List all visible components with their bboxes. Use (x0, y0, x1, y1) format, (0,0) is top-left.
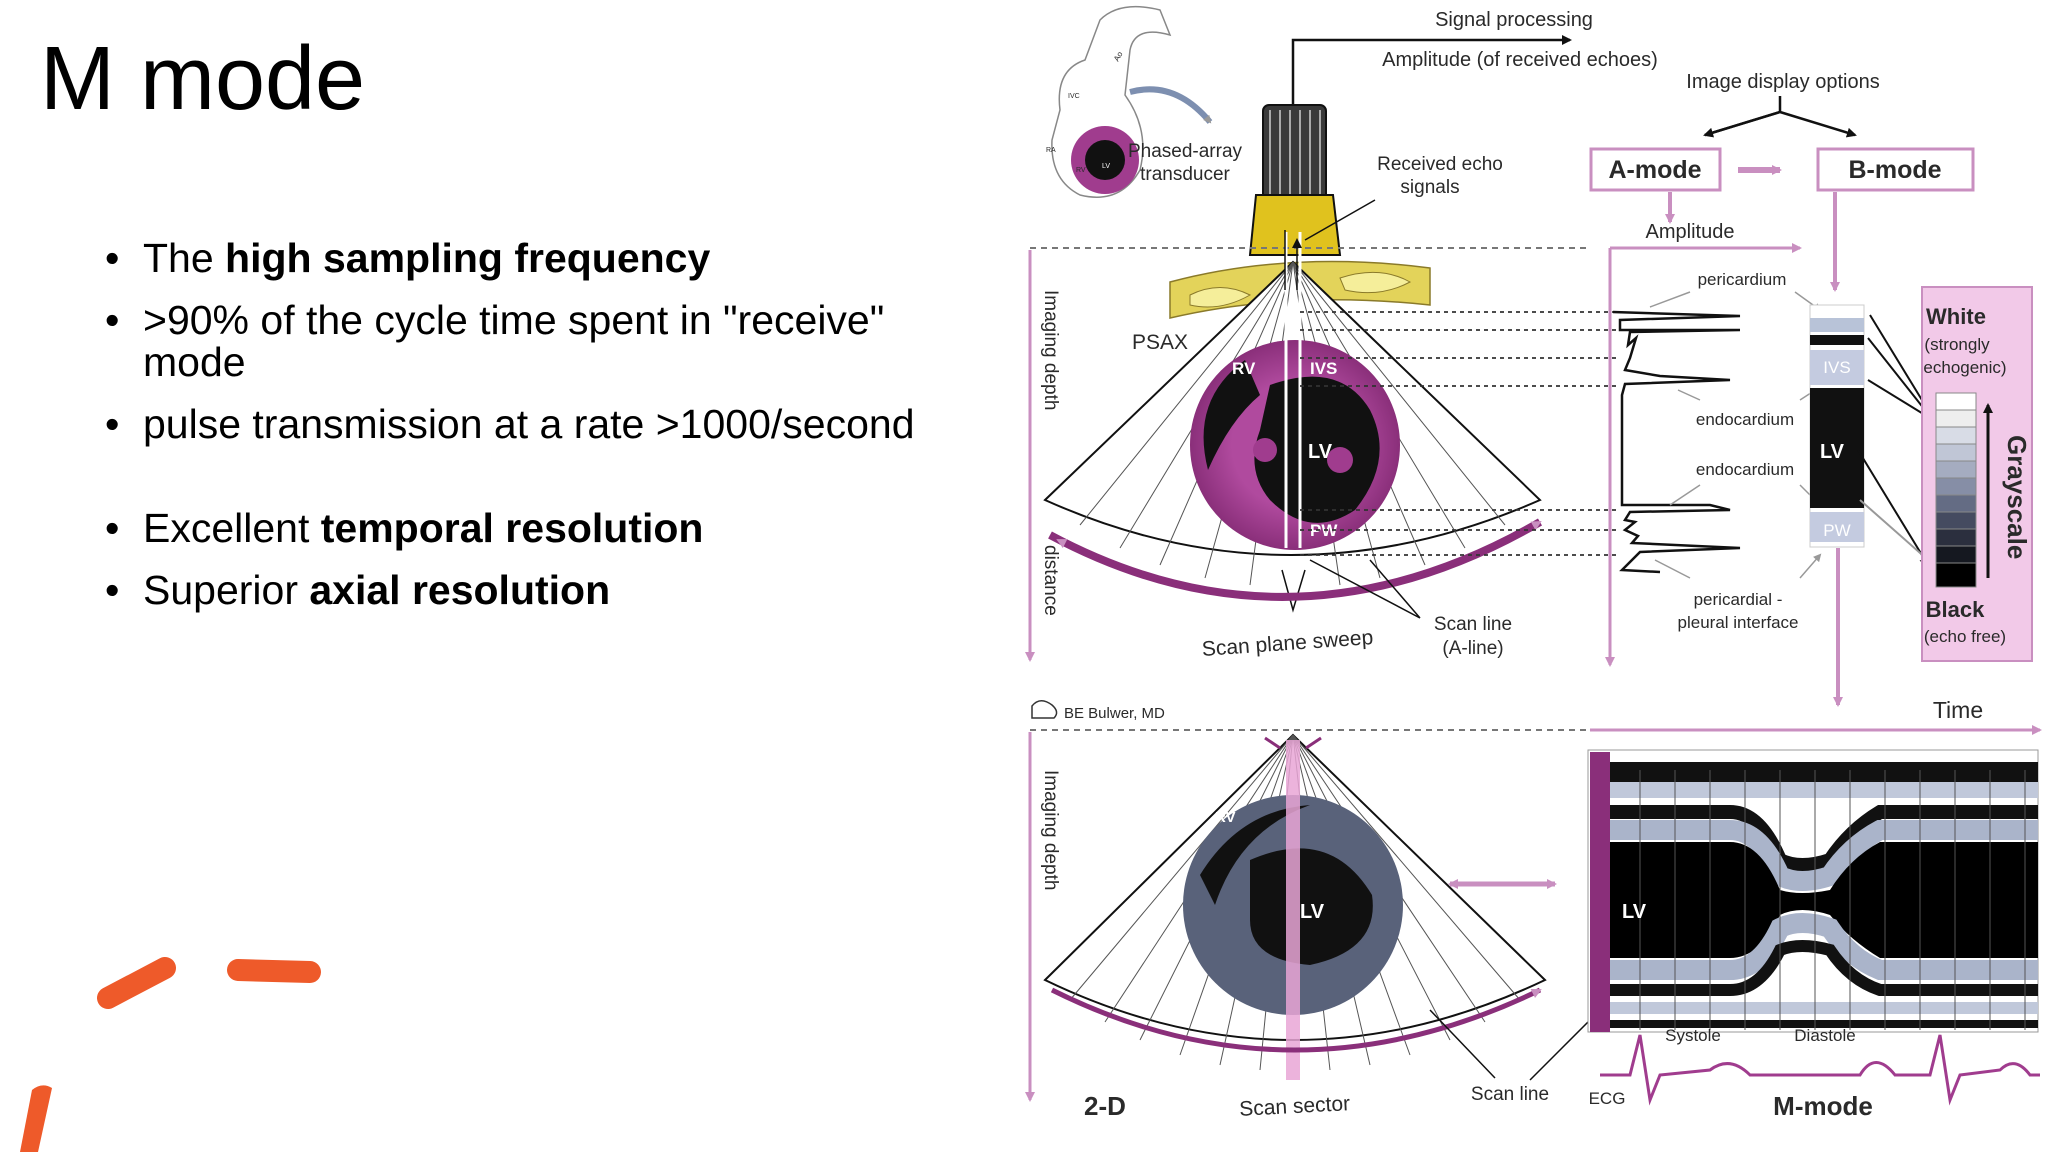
scan-sector-arc (1050, 987, 1542, 1053)
bullet-item: >90% of the cycle time spent in "receive… (105, 299, 985, 383)
white-label: White (1926, 304, 1986, 329)
signature-icon (1031, 700, 1058, 719)
systole-label: Systole (1665, 1026, 1721, 1045)
imaging-depth-label-bottom: Imaging depth (1040, 770, 1061, 890)
lv-label-b: LV (1820, 441, 1845, 463)
echogenic-label: echogenic) (1923, 358, 2006, 377)
deco-dash-3 (20, 1085, 52, 1152)
image-display-options-label: Image display options (1686, 71, 1879, 93)
grayscale-label: Grayscale (2002, 435, 2032, 559)
received-echo-label: Received echo (1377, 154, 1503, 175)
svg-text:IVC: IVC (1068, 93, 1080, 100)
bullet-item: Superior axial resolution (105, 569, 985, 611)
deco-dash-2 (227, 959, 321, 983)
correlation-lines (1300, 311, 1620, 556)
deco-dash-1 (97, 957, 176, 1009)
bulwer-credit: BE Bulwer, MD (1064, 705, 1165, 722)
heart-cross-section (1190, 340, 1400, 550)
a-mode-box (1589, 147, 1722, 192)
echo-free-label: (echo free) (1924, 627, 2006, 646)
diastole-label: Diastole (1794, 1026, 1855, 1045)
signal-flow-arrow (1291, 35, 1572, 112)
m-mode-panel (1587, 749, 2039, 1033)
lv-label-mmode: LV (1622, 901, 1647, 923)
signal-processing-label: Signal processing (1435, 9, 1593, 31)
scan-plane-sweep-label: Scan plane sweep (1201, 626, 1374, 661)
black-label: Black (1926, 597, 1985, 622)
bullet-item: The high sampling frequency (105, 237, 985, 279)
ecg-trace (1600, 1034, 2040, 1106)
two-d-label: 2-D (1084, 1091, 1126, 1121)
a-line-label: (A-line) (1442, 638, 1503, 659)
pericardium-label: pericardium (1698, 270, 1787, 289)
imaging-depth-label-top: Imaging depth (1040, 290, 1061, 410)
scan-sector-label: Scan sector (1239, 1092, 1351, 1121)
grayscale-bar (1935, 392, 1977, 588)
svg-text:LV: LV (1102, 163, 1110, 170)
scan-line-label-bottom: Scan line (1471, 1084, 1549, 1105)
transducer-label: transducer (1140, 164, 1230, 185)
bullet-item: pulse transmission at a rate >1000/secon… (105, 403, 985, 445)
b-mode-column (1809, 304, 1865, 548)
pericardial-label-2: pleural interface (1678, 613, 1799, 632)
signals-label: signals (1400, 177, 1459, 198)
scan-line-label-top: Scan line (1434, 614, 1512, 635)
psax-label: PSAX (1132, 331, 1188, 354)
decorative-dashed-arc (20, 957, 321, 1152)
amplitude-received-label: Amplitude (of received echoes) (1382, 49, 1658, 71)
time-label: Time (1933, 697, 1983, 723)
ecg-label: ECG (1589, 1089, 1626, 1108)
bottom-scan-sector (1043, 733, 1547, 1080)
heart-inset: IVC Ao RA RV LV (1046, 5, 1213, 198)
b-mode-label: B-mode (1848, 156, 1941, 184)
lv-label-top: LV (1308, 441, 1333, 463)
ivs-label-b: IVS (1823, 358, 1850, 377)
a-mode-trace (1612, 310, 1741, 574)
endocardium-label-1: endocardium (1696, 410, 1794, 429)
m-mode-diagram: Signal processing Amplitude (of received… (1025, 5, 2042, 1121)
phased-array-label: Phased-array (1128, 141, 1243, 162)
rv-label-top: RV (1232, 359, 1256, 378)
rv-label-bottom: RV (1215, 809, 1236, 826)
distance-label-left: distance (1040, 545, 1061, 616)
m-mode-label: M-mode (1773, 1091, 1873, 1121)
b-mode-box (1816, 147, 1975, 192)
phased-array-transducer (1248, 104, 1342, 256)
bullet-item: Excellent temporal resolution (105, 507, 985, 549)
svg-text:Ao: Ao (1112, 50, 1125, 63)
ivs-label-top: IVS (1310, 359, 1337, 378)
endocardium-label-2: endocardium (1696, 460, 1794, 479)
bullet-list: The high sampling frequency >90% of the … (105, 237, 985, 631)
amplitude-label: Amplitude (1646, 221, 1735, 243)
slide-title: M mode (40, 29, 366, 129)
pericardial-label-1: pericardial - (1694, 590, 1783, 609)
a-mode-label: A-mode (1608, 156, 1701, 184)
svg-text:RV: RV (1076, 167, 1086, 174)
svg-text:RA: RA (1046, 147, 1056, 154)
lv-label-bottom: LV (1300, 901, 1325, 923)
strongly-label: (strongly (1924, 335, 1990, 354)
pw-label-b: PW (1823, 521, 1850, 540)
scan-plane-sweep-arc (1048, 518, 1543, 601)
